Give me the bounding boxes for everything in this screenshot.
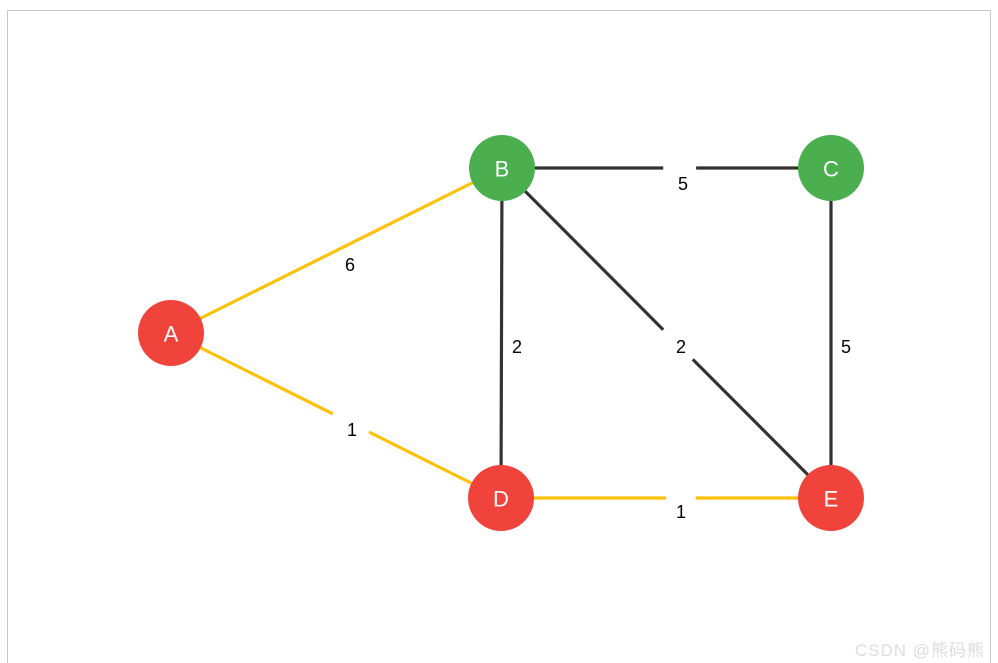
graph-node-B xyxy=(469,135,535,201)
node-label-E: E xyxy=(824,487,839,512)
edge-weight-BC: 5 xyxy=(678,174,688,194)
edge-weight-AB: 6 xyxy=(345,255,355,275)
node-label-C: C xyxy=(823,157,839,182)
node-label-A: A xyxy=(164,322,179,347)
edge-weight-DE: 1 xyxy=(676,502,686,522)
watermark: CSDN @熊码熊 xyxy=(854,641,985,660)
graph-node-A xyxy=(138,300,204,366)
graph-node-C xyxy=(798,135,864,201)
node-label-D: D xyxy=(493,487,509,512)
edge-weight-BE: 2 xyxy=(676,337,686,357)
edge-BD xyxy=(499,167,504,499)
graph-node-E xyxy=(798,465,864,531)
edge-weight-CE: 5 xyxy=(841,337,851,357)
edge-weight-BD: 2 xyxy=(512,337,522,357)
edge-BE xyxy=(500,166,665,331)
canvas-frame xyxy=(7,10,991,663)
node-label-B: B xyxy=(495,157,510,182)
edge-weight-AD: 1 xyxy=(347,420,357,440)
edge-AB xyxy=(170,166,503,335)
graph-node-D xyxy=(468,465,534,531)
